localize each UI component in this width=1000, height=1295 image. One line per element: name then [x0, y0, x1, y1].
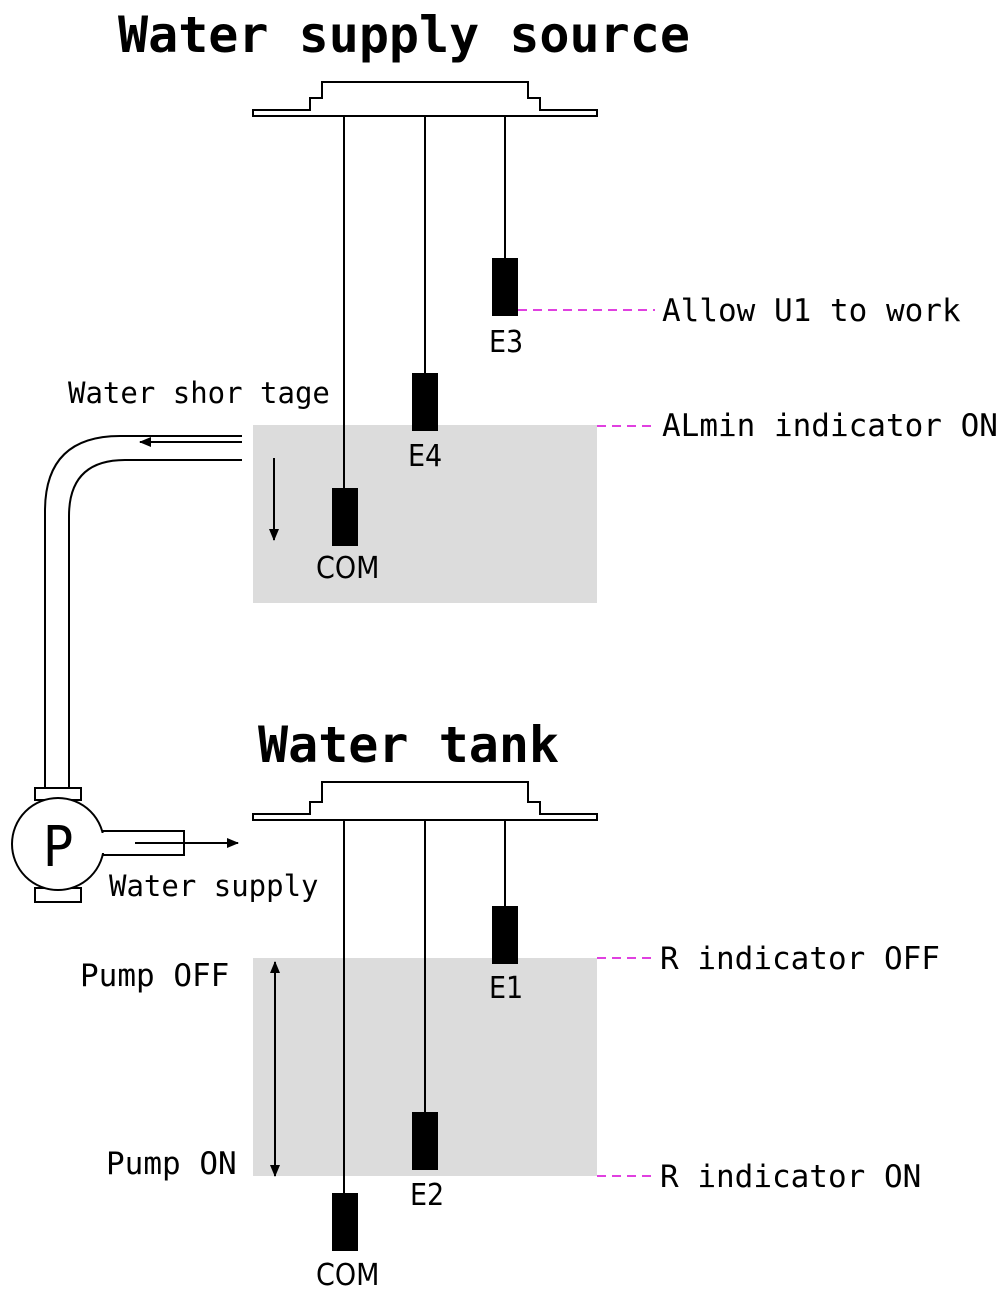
tank-e2-label: E2	[410, 1178, 444, 1213]
tank-title: Water tank	[258, 716, 559, 774]
tank-com-electrode	[332, 1193, 358, 1251]
source-cover	[252, 81, 598, 117]
pump-outlet-mask	[99, 833, 105, 853]
tank-e1-label: E1	[489, 971, 523, 1006]
tank-e1-electrode	[492, 906, 518, 964]
source-e4-label: E4	[408, 439, 442, 474]
tank-cover	[252, 781, 598, 821]
source-water	[253, 425, 597, 603]
water-shortage-label: Water shor tage	[68, 376, 330, 410]
water-supply-label: Water supply	[109, 869, 319, 903]
r-indicator-on-label: R indicator ON	[660, 1159, 921, 1195]
pipe-inner	[68, 459, 242, 790]
allow-u1-label: Allow U1 to work	[662, 293, 961, 329]
almin-label: ALmin indicator ON	[662, 408, 998, 444]
source-e3-electrode	[492, 258, 518, 316]
source-com-electrode	[332, 488, 358, 546]
source-title: Water supply source	[118, 6, 690, 64]
source-e3-label: E3	[489, 325, 523, 360]
r-indicator-off-label: R indicator OFF	[660, 941, 940, 977]
source-e4-electrode	[412, 373, 438, 431]
pump-on-label: Pump ON	[106, 1146, 237, 1182]
source-com-label: COM	[316, 551, 379, 586]
pipe-outer	[44, 435, 242, 790]
tank-com-label: COM	[316, 1258, 379, 1293]
pump-off-label: Pump OFF	[80, 958, 229, 994]
pump-letter: P	[43, 815, 73, 880]
tank-e2-electrode	[412, 1112, 438, 1170]
